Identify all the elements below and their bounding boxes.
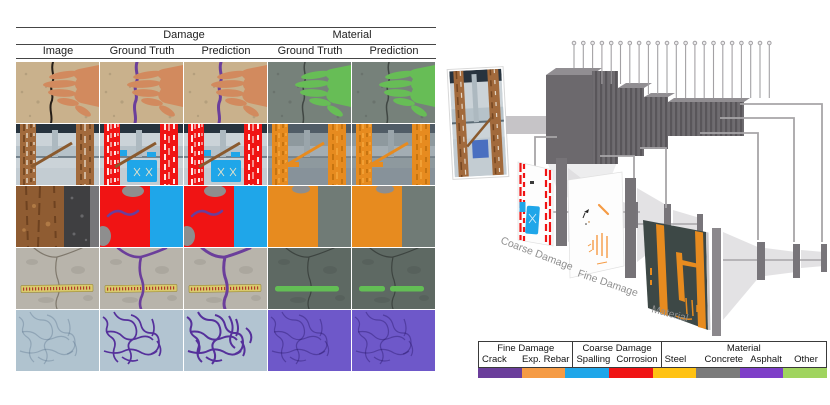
swatch-concrete [696, 368, 740, 378]
cell-r3-mpred [352, 186, 435, 247]
cell-r3-mgt [268, 186, 351, 247]
architecture-diagram: Coarse Damage Fine Damage Material [446, 40, 827, 336]
swatch-asphalt [739, 368, 784, 378]
rebar-mark [597, 203, 610, 216]
column-header-damage-pred: Prediction [201, 45, 251, 57]
legend-group-fine-damage: Fine Damage [479, 342, 574, 354]
group-header-damage: Damage [163, 29, 205, 41]
spalling-blob [525, 205, 540, 235]
image-grid [16, 62, 435, 371]
cell-r5-photo [16, 310, 99, 371]
spalling-blob-small [519, 202, 526, 212]
cell-r4-mpred [352, 248, 435, 309]
panel-back-slabs [556, 158, 721, 336]
legend-swatches [478, 368, 827, 378]
crack-mark [584, 209, 589, 213]
group-header-material: Material [332, 29, 372, 41]
cell-r2-dgt [100, 124, 183, 185]
cell-r1-dgt [100, 62, 183, 123]
legend-label-asphalt: Asphalt [750, 354, 782, 365]
legend-label-steel: Steel [664, 354, 687, 365]
legend-group-material: Material [726, 343, 761, 354]
legend-box: Fine Damage Coarse Damage Material Crack… [478, 341, 827, 368]
legend-label-crack: Crack [482, 354, 507, 365]
legend-label-corrosion: Corrosion [613, 354, 662, 367]
cell-r5-mpred [352, 310, 435, 371]
table-bottom-rule [16, 58, 436, 60]
swatch-crack [478, 368, 522, 378]
results-table: Damage Material Image Ground Truth Predi… [16, 0, 436, 405]
rebar-strokes [592, 233, 608, 258]
cell-r2-mpred [352, 124, 435, 185]
cell-r4-dpred [184, 248, 267, 309]
cell-r3-dgt [100, 186, 183, 247]
legend-group-coarse-damage: Coarse Damage [573, 342, 662, 354]
swatch-steel [652, 368, 697, 378]
cell-r4-photo [16, 248, 99, 309]
table-mid-rule [16, 44, 436, 46]
input-image [446, 66, 510, 180]
legend: Fine Damage Coarse Damage Material Crack… [478, 341, 827, 378]
cell-r3-dpred [184, 186, 267, 247]
cell-r1-photo [16, 62, 99, 123]
swatch-spalling [565, 368, 609, 378]
legend-label-other: Other [794, 354, 818, 365]
cell-r2-photo [16, 124, 99, 185]
column-header-material-pred: Prediction [369, 45, 419, 57]
cell-r4-mgt [268, 248, 351, 309]
legend-label-concrete: Concrete [704, 354, 744, 365]
table-top-rule [16, 27, 436, 29]
cell-r5-dgt [100, 310, 183, 371]
output-panel-fine-damage [567, 171, 625, 279]
cell-r2-dpred [184, 124, 267, 185]
swatch-exp-rebar [521, 368, 566, 378]
column-header-material-gt: Ground Truth [277, 45, 343, 57]
column-header-image: Image [42, 45, 74, 57]
column-header-damage-gt: Ground Truth [109, 45, 175, 57]
cell-r3-photo [16, 186, 99, 247]
skip-connection-pins [571, 40, 772, 98]
swatch-other [783, 368, 827, 378]
cell-r1-mpred [352, 62, 435, 123]
cell-r1-mgt [268, 62, 351, 123]
cell-r5-mgt [268, 310, 351, 371]
cell-r2-mgt [268, 124, 351, 185]
output-panel-coarse-damage [517, 161, 554, 247]
cell-r4-dgt [100, 248, 183, 309]
cell-r1-dpred [184, 62, 267, 123]
steel-regions [650, 224, 706, 329]
cell-r5-dpred [184, 310, 267, 371]
legend-label-exp-rebar: Exp. Rebar [519, 354, 574, 367]
swatch-corrosion [608, 368, 653, 378]
legend-label-spalling: Spalling [576, 354, 611, 365]
output-panel-material [643, 220, 711, 330]
encoder-blocks [546, 68, 750, 164]
